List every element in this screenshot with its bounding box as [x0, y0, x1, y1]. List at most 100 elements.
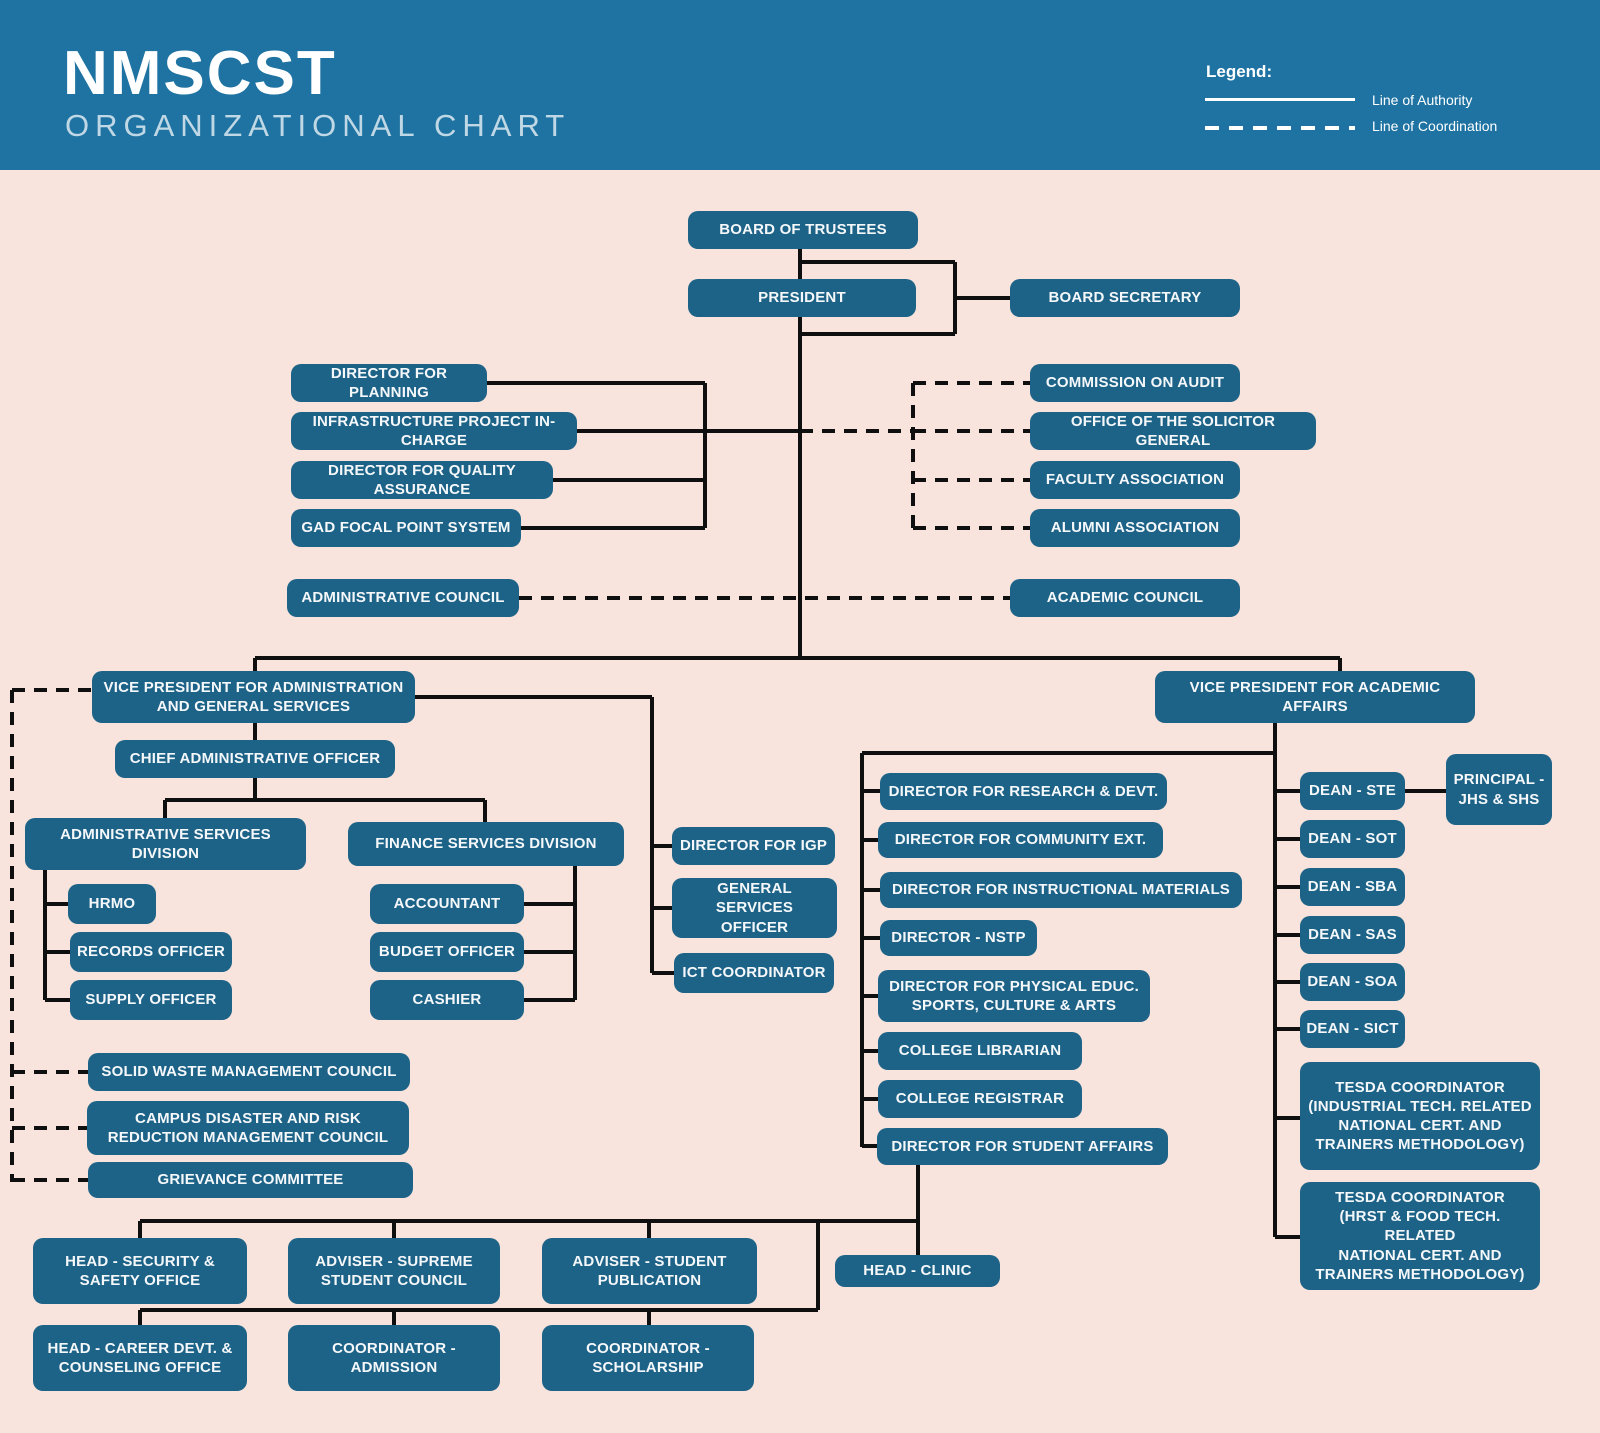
node-faculty-association: FACULTY ASSOCIATION [1030, 461, 1240, 499]
node-head-career-devt-counseling: HEAD - CAREER DEVT. & COUNSELING OFFICE [33, 1325, 247, 1391]
node-ict-coordinator: ICT COORDINATOR [674, 953, 834, 993]
node-office-of-the-solicitor-general: OFFICE OF THE SOLICITOR GENERAL [1030, 412, 1316, 450]
authority-line [862, 1144, 877, 1148]
node-director-for-planning: DIRECTOR FOR PLANNING [291, 364, 487, 402]
node-board-of-trustees: BOARD OF TRUSTEES [688, 211, 918, 249]
authority-line [816, 1221, 820, 1310]
node-dean-ste: DEAN - STE [1300, 772, 1405, 810]
node-general-services-officer: GENERAL SERVICES OFFICER [672, 878, 837, 938]
authority-line [45, 950, 70, 954]
node-dean-sot: DEAN - SOT [1300, 820, 1405, 858]
coordination-line [800, 429, 913, 433]
page-subtitle: ORGANIZATIONAL CHART [65, 108, 571, 143]
authority-line [862, 1097, 878, 1101]
authority-line [862, 789, 880, 793]
legend-dashed-line-sample [1205, 126, 1355, 130]
node-supply-officer: SUPPLY OFFICER [70, 980, 232, 1020]
node-tesda-coordinator-hrst-food: TESDA COORDINATOR (HRST & FOOD TECH. REL… [1300, 1182, 1540, 1290]
authority-line [652, 971, 674, 975]
authority-line [862, 838, 878, 842]
authority-line [1275, 1116, 1300, 1120]
node-administrative-services-division: ADMINISTRATIVE SERVICES DIVISION [25, 818, 306, 870]
node-principal-jhs-shs: PRINCIPAL - JHS & SHS [1446, 754, 1552, 825]
coordination-line [12, 1178, 88, 1182]
legend-authority-label: Line of Authority [1372, 92, 1473, 108]
node-administrative-council: ADMINISTRATIVE COUNCIL [287, 579, 519, 617]
authority-line [553, 478, 705, 482]
authority-line [862, 1049, 878, 1053]
page-title: NMSCST [63, 39, 337, 108]
node-director-for-physical-educ: DIRECTOR FOR PHYSICAL EDUC. SPORTS, CULT… [878, 970, 1150, 1022]
node-director-nstp: DIRECTOR - NSTP [880, 920, 1037, 956]
node-alumni-association: ALUMNI ASSOCIATION [1030, 509, 1240, 547]
authority-line [703, 383, 707, 528]
authority-line [138, 1310, 142, 1325]
authority-line [1275, 789, 1300, 793]
authority-line [45, 902, 68, 906]
legend-title: Legend: [1206, 62, 1273, 81]
authority-line [1275, 933, 1300, 937]
authority-line [43, 870, 47, 1000]
authority-line [798, 249, 802, 658]
authority-line [1275, 1027, 1300, 1031]
node-academic-council: ACADEMIC COUNCIL [1010, 579, 1240, 617]
node-head-clinic: HEAD - CLINIC [835, 1255, 1000, 1287]
authority-line [862, 751, 1275, 755]
node-budget-officer: BUDGET OFFICER [370, 932, 524, 972]
authority-line [652, 906, 672, 910]
authority-line [800, 332, 955, 336]
node-chief-administrative-officer: CHIEF ADMINISTRATIVE OFFICER [115, 740, 395, 778]
authority-line [483, 800, 487, 822]
node-commission-on-audit: COMMISSION ON AUDIT [1030, 364, 1240, 402]
node-president: PRESIDENT [688, 279, 916, 317]
authority-line [140, 1308, 818, 1312]
authority-line [1275, 980, 1300, 984]
node-college-librarian: COLLEGE LIBRARIAN [878, 1032, 1082, 1070]
node-director-for-quality-assurance: DIRECTOR FOR QUALITY ASSURANCE [291, 461, 553, 499]
authority-line [253, 723, 257, 740]
authority-line [652, 844, 672, 848]
coordination-line [913, 526, 1030, 530]
authority-line [1338, 658, 1342, 671]
authority-line [862, 888, 880, 892]
node-director-for-student-affairs: DIRECTOR FOR STUDENT AFFAIRS [877, 1128, 1168, 1165]
node-coordinator-admission: COORDINATOR - ADMISSION [288, 1325, 500, 1391]
authority-line [415, 695, 652, 699]
authority-line [138, 1221, 142, 1238]
coordination-line [913, 381, 1030, 385]
authority-line [577, 429, 800, 433]
authority-line [1275, 885, 1300, 889]
authority-line [253, 658, 257, 671]
node-accountant: ACCOUNTANT [370, 884, 524, 924]
authority-line [45, 998, 70, 1002]
node-dean-sba: DEAN - SBA [1300, 868, 1405, 906]
authority-line [647, 1310, 651, 1325]
coordination-line [911, 383, 915, 528]
node-director-for-igp: DIRECTOR FOR IGP [672, 827, 835, 865]
node-director-for-community-ext: DIRECTOR FOR COMMUNITY EXT. [878, 822, 1163, 858]
authority-line [487, 381, 705, 385]
node-gad-focal-point-system: GAD FOCAL POINT SYSTEM [291, 509, 521, 547]
authority-line [524, 998, 575, 1002]
authority-line [253, 778, 257, 800]
authority-line [573, 866, 577, 1000]
node-adviser-student-publication: ADVISER - STUDENT PUBLICATION [542, 1238, 757, 1304]
legend-solid-line-sample [1205, 98, 1355, 101]
coordination-line [12, 688, 92, 692]
node-dean-sas: DEAN - SAS [1300, 916, 1405, 954]
authority-line [650, 697, 654, 973]
authority-line [862, 994, 878, 998]
authority-line [647, 1221, 651, 1238]
authority-line [140, 1219, 918, 1223]
authority-line [524, 902, 575, 906]
coordination-line [519, 596, 1010, 600]
authority-line [163, 800, 167, 818]
header-band: NMSCST ORGANIZATIONAL CHART Legend: Line… [0, 0, 1600, 170]
node-cashier: CASHIER [370, 980, 524, 1020]
authority-line [392, 1221, 396, 1238]
authority-line [862, 936, 880, 940]
node-tesda-coordinator-industrial: TESDA COORDINATOR (INDUSTRIAL TECH. RELA… [1300, 1062, 1540, 1170]
node-coordinator-scholarship: COORDINATOR - SCHOLARSHIP [542, 1325, 754, 1391]
node-grievance-committee: GRIEVANCE COMMITTEE [88, 1162, 413, 1198]
